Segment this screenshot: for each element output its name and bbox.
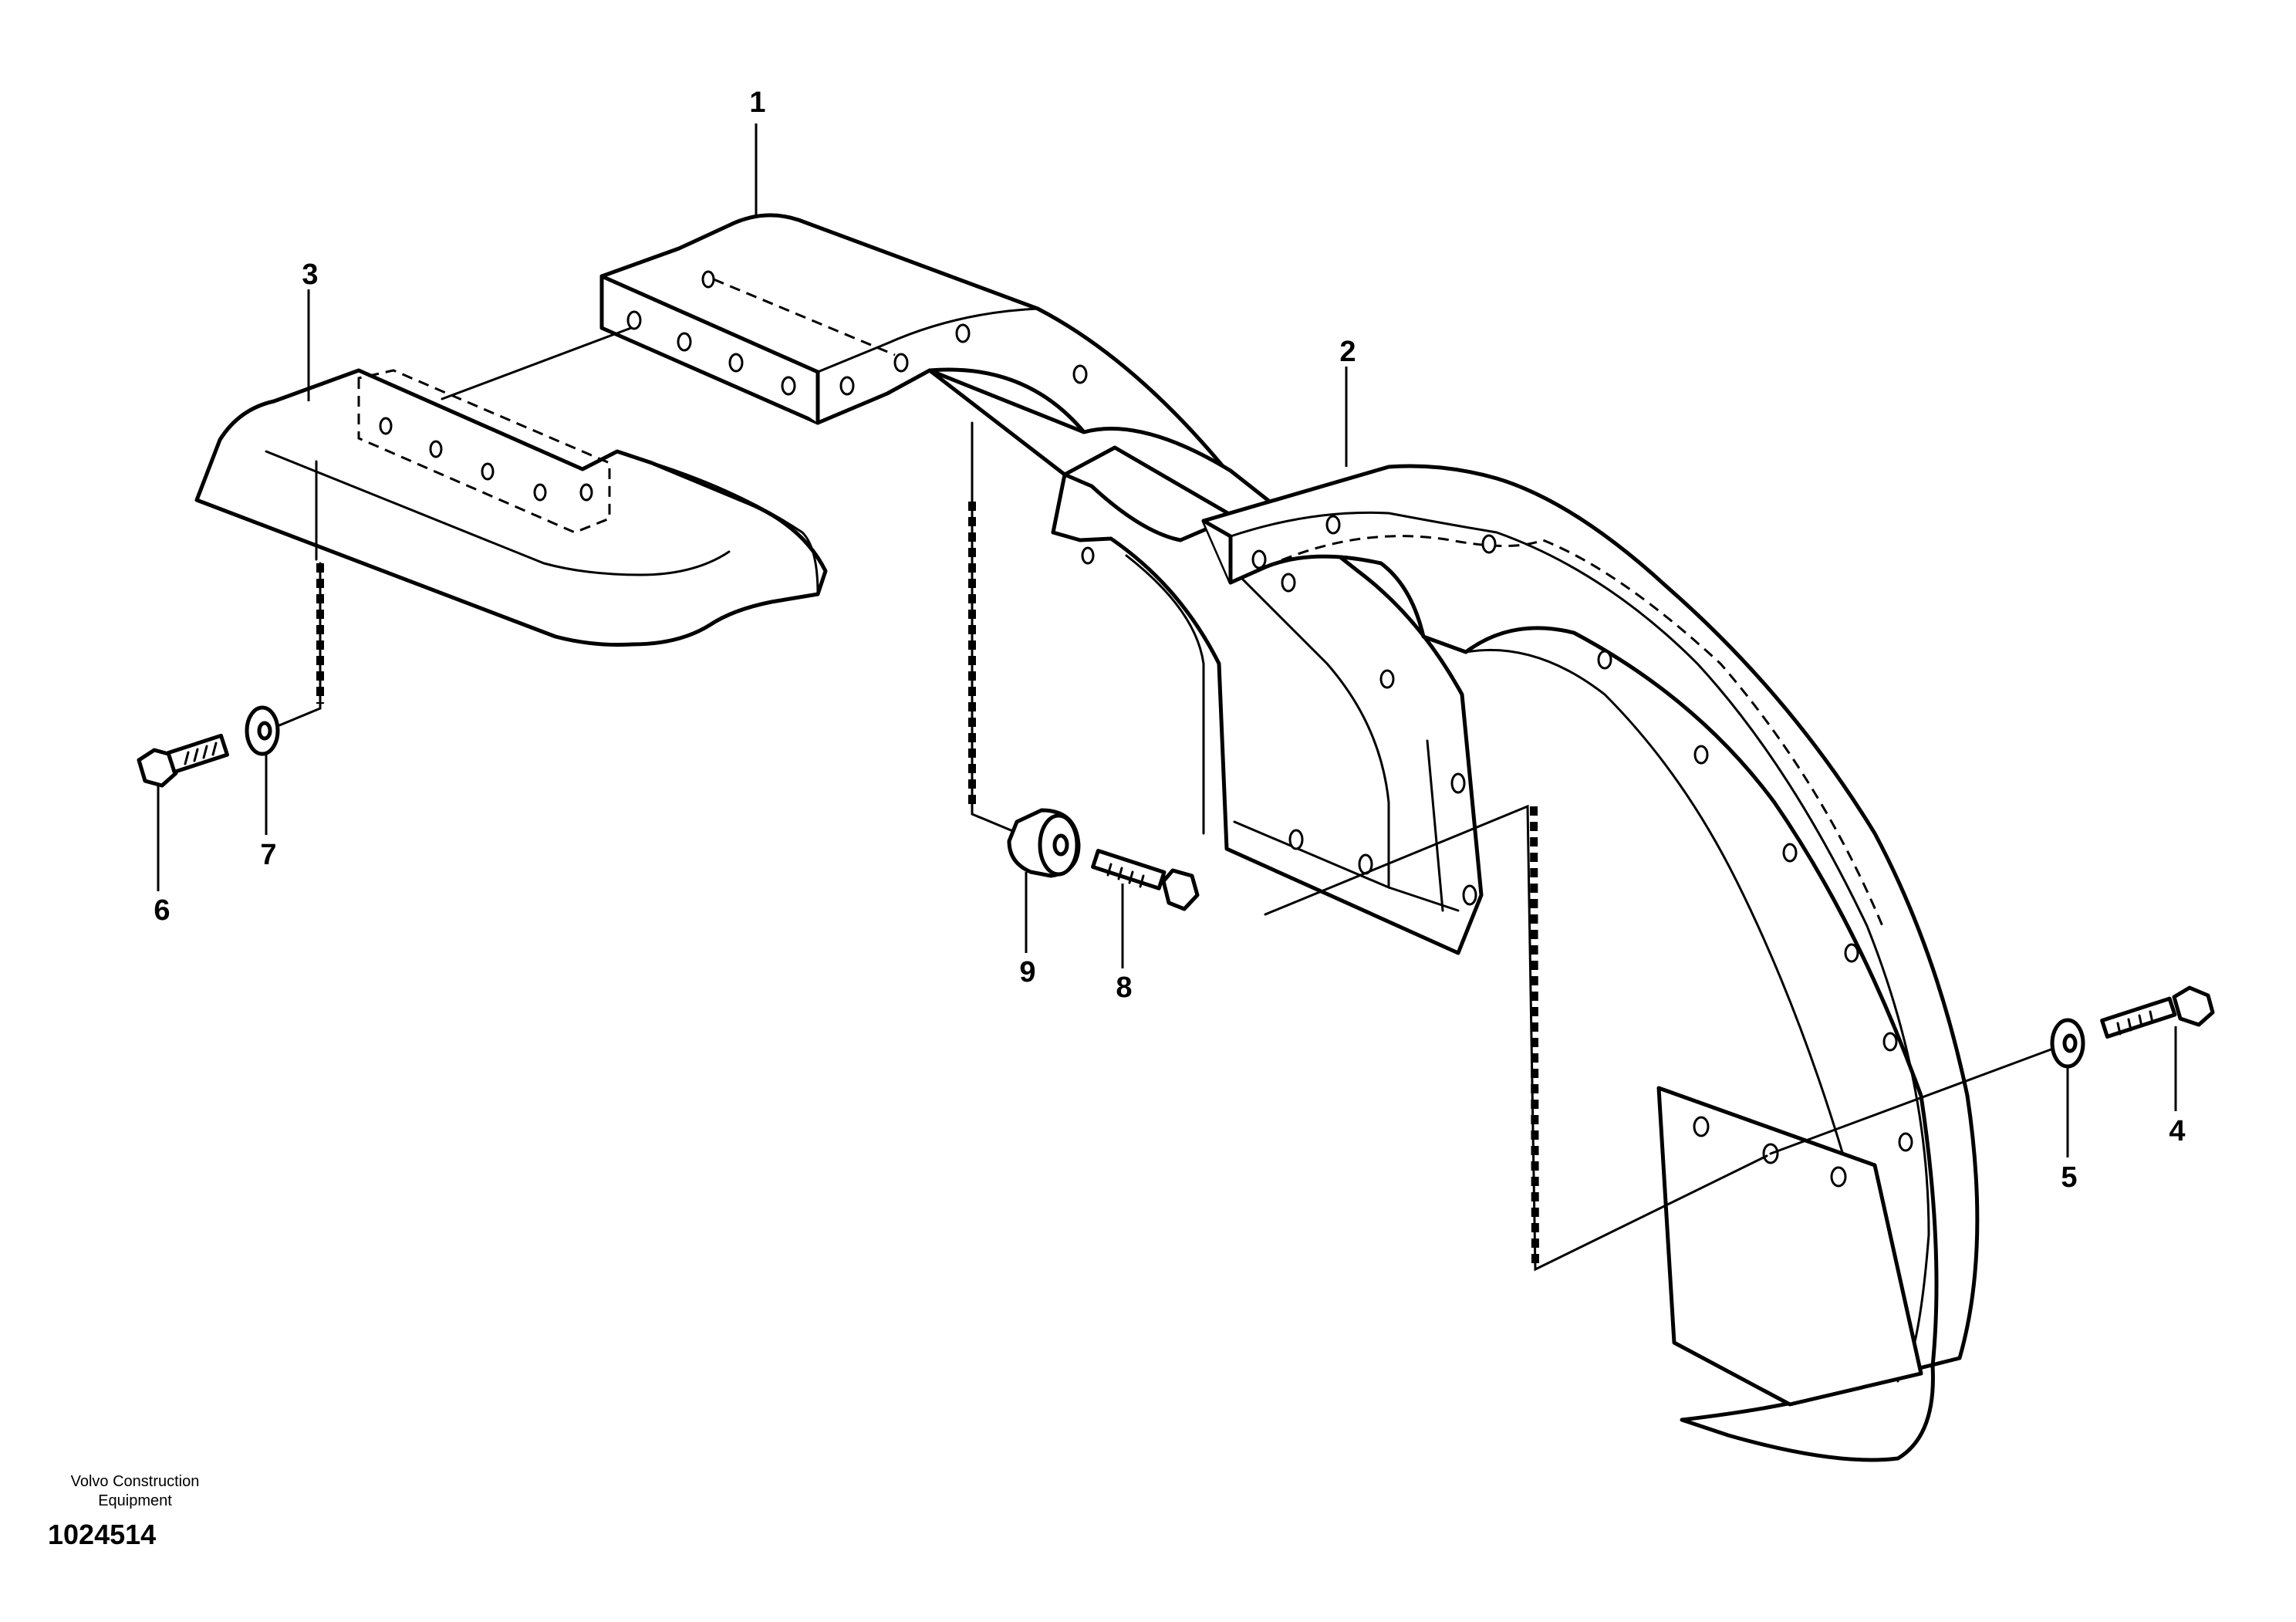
bolt-6 [137, 733, 229, 788]
fender-part-2 [1201, 464, 1980, 1462]
diagram-number: 1024514 [48, 1519, 157, 1550]
callout-8: 8 [1116, 972, 1132, 1004]
callout-5: 5 [2061, 1161, 2077, 1194]
bracket-part-1 [599, 213, 1244, 558]
mud-flap [1656, 1086, 1923, 1407]
washer-5 [2050, 1018, 2085, 1069]
callout-1: 1 [749, 86, 765, 119]
callout-7: 7 [260, 839, 276, 871]
bolt-4 [2100, 985, 2215, 1039]
callout-2: 2 [1339, 336, 1356, 368]
company-caption: Volvo Construction Equipment [70, 1473, 200, 1509]
bolt-8 [1091, 849, 1200, 911]
washer-7 [245, 705, 280, 756]
fender-cover-part-3 [194, 368, 828, 647]
callout-9: 9 [1019, 956, 1035, 988]
callout-labels: 1 2 3 4 5 6 7 8 9 [154, 86, 2185, 1194]
center-mounting-bracket [927, 368, 1484, 955]
spacer-9 [1007, 808, 1081, 878]
callout-3: 3 [302, 259, 318, 291]
callout-4: 4 [2169, 1115, 2185, 1147]
callout-leaders [157, 123, 2177, 1157]
callout-6: 6 [154, 894, 170, 927]
